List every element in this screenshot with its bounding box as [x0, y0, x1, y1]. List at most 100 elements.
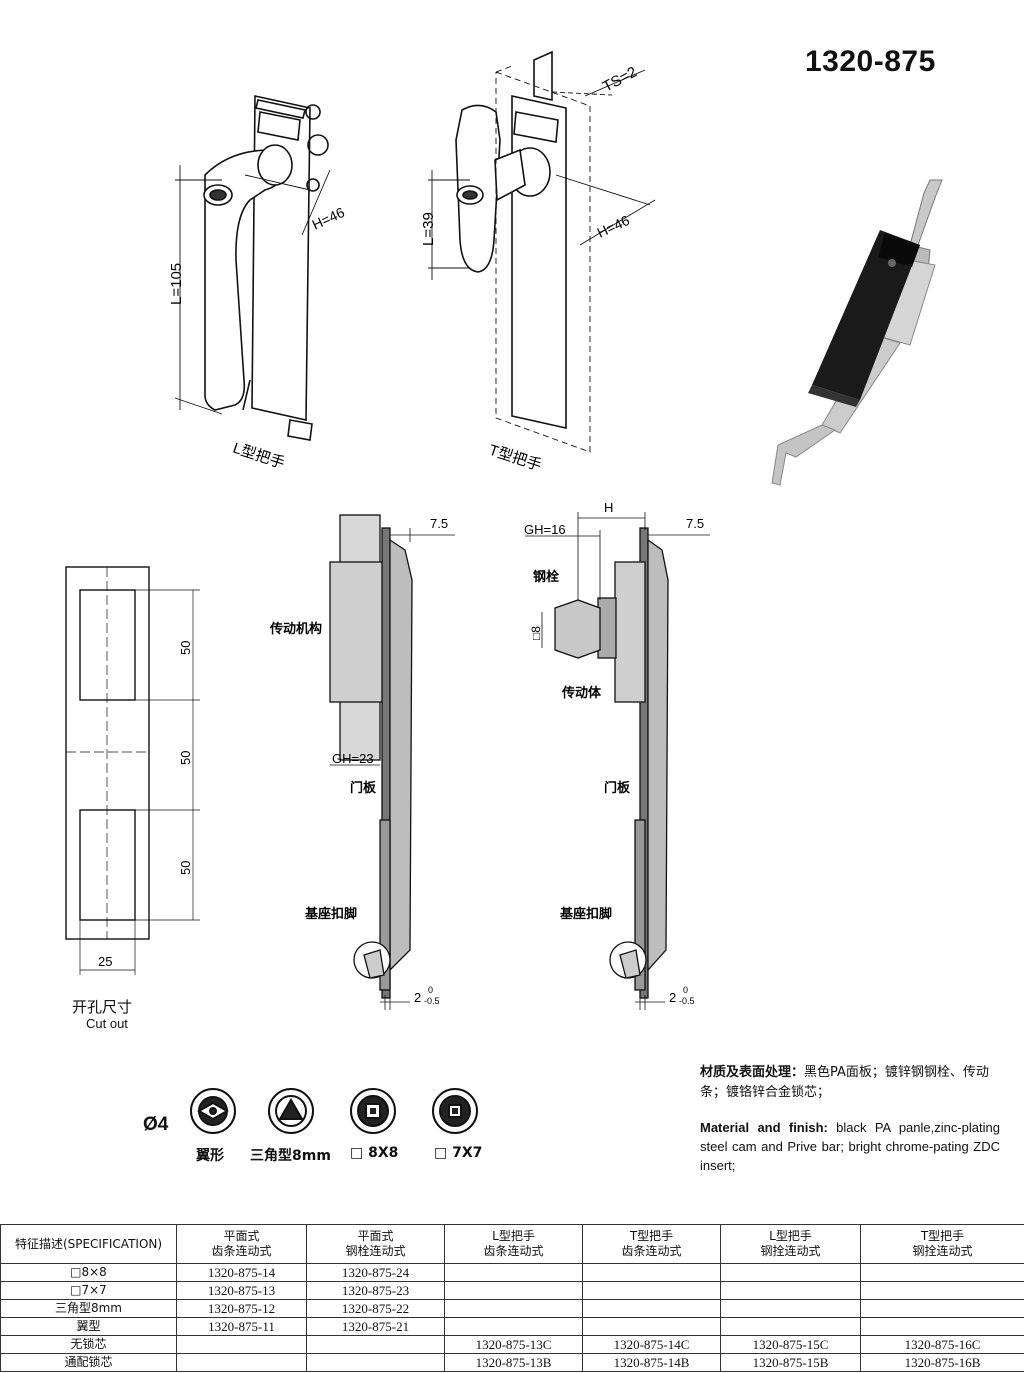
material-en-label: Material and finish: — [700, 1120, 828, 1135]
table-cell: 1320-875-16C — [860, 1335, 1024, 1354]
bolt-label-base: 基座扣脚 — [559, 906, 612, 921]
table-row-label: □7×7 — [0, 1281, 177, 1300]
table-header-cell: L型把手齿条连动式 — [444, 1224, 583, 1264]
material-en: Material and finish: black PA panle,zinc… — [700, 1118, 1000, 1175]
t-dim-height: H=46 — [595, 212, 633, 241]
cutout-dim-width: 25 — [98, 954, 112, 969]
table-header-cell: T型把手钢拴连动式 — [860, 1224, 1024, 1264]
rack-dim-bottom: 2 — [414, 990, 421, 1005]
table-cell — [860, 1299, 1024, 1318]
bolt-dim-top: 7.5 — [686, 516, 704, 531]
bolt-label-body: 传动体 — [561, 685, 602, 700]
table-cell — [860, 1281, 1024, 1300]
table-cell — [306, 1335, 445, 1354]
table-cell: 1320-875-14B — [582, 1353, 721, 1372]
table-cell — [306, 1353, 445, 1372]
table-header-row: 特征描述(SPECIFICATION) 平面式齿条连动式 平面式钢栓连动式 L型… — [0, 1224, 1024, 1264]
table-header-cell: 平面式钢栓连动式 — [306, 1224, 445, 1264]
square-7-insert-icon — [432, 1088, 478, 1134]
bolt-label-door: 门板 — [604, 780, 631, 795]
rack-dim-gh: GH=23 — [332, 751, 374, 766]
table-cell: 1320-875-14C — [582, 1335, 721, 1354]
t-dim-length: L=39 — [420, 212, 437, 246]
material-cn-text: 黑色PA面板；镀锌钢钢栓、传动条；镀铬锌合金锁芯； — [700, 1065, 989, 1100]
rack-section-drawing — [329, 514, 455, 1010]
table-cell — [444, 1299, 583, 1318]
table-cell — [720, 1299, 861, 1318]
cutout-label-cn: 开孔尺寸 — [72, 998, 133, 1016]
material-cn: 材质及表面处理：黑色PA面板；镀锌钢钢栓、传动条；镀铬锌合金锁芯； — [700, 1063, 1000, 1103]
table-cell: 1320-875-15B — [720, 1353, 861, 1372]
table-cell: 1320-875-13 — [176, 1281, 307, 1300]
table-cell: 1320-875-24 — [306, 1263, 445, 1282]
table-cell — [176, 1335, 307, 1354]
table-row-label: 通配锁芯 — [0, 1353, 177, 1372]
spec-table: 特征描述(SPECIFICATION) 平面式齿条连动式 平面式钢栓连动式 L型… — [0, 1224, 1024, 1372]
table-row-label: 翼型 — [0, 1317, 177, 1336]
insert-label-wing: 翼形 — [196, 1148, 224, 1164]
table-cell — [582, 1281, 721, 1300]
t-dim-ts: TS=2 — [600, 63, 640, 95]
insert-diameter: Ø4 — [143, 1114, 169, 1135]
table-cell — [582, 1299, 721, 1318]
cutout-dim-3: 50 — [178, 861, 193, 875]
triangle-insert-icon — [268, 1088, 314, 1134]
rack-label-door: 门板 — [350, 780, 377, 795]
table-cell — [582, 1263, 721, 1282]
table-cell — [720, 1281, 861, 1300]
table-row-label: 无锁芯 — [0, 1335, 177, 1354]
wing-insert-icon — [190, 1088, 236, 1134]
table-cell: 1320-875-13C — [444, 1335, 583, 1354]
table-header-cell: T型把手齿条连动式 — [582, 1224, 721, 1264]
rack-tol-upper: 0 — [428, 985, 433, 995]
table-cell: 1320-875-16B — [860, 1353, 1024, 1372]
table-cell — [860, 1263, 1024, 1282]
bolt-section-drawing — [525, 512, 710, 1010]
table-cell — [444, 1263, 583, 1282]
bolt-dim-square: □8 — [529, 626, 543, 640]
cutout-dim-1: 50 — [178, 641, 193, 655]
table-header-cell: 平面式齿条连动式 — [176, 1224, 307, 1264]
bolt-dim-h: H — [604, 500, 613, 515]
table-cell — [860, 1317, 1024, 1336]
table-cell — [444, 1317, 583, 1336]
rack-dim-top: 7.5 — [430, 516, 448, 531]
material-en-text: black PA panle,zinc-plating steel cam an… — [700, 1120, 1000, 1173]
table-cell: 1320-875-12 — [176, 1299, 307, 1318]
table-cell — [720, 1263, 861, 1282]
table-cell: 1320-875-13B — [444, 1353, 583, 1372]
product-photo — [771, 179, 943, 486]
l-handle-caption: L型把手 — [231, 440, 287, 473]
table-cell — [720, 1317, 861, 1336]
rack-tol-lower: -0.5 — [424, 996, 440, 1006]
bolt-label-bolt: 钢栓 — [533, 569, 559, 584]
insert-label-triangle: 三角型8mm — [250, 1148, 331, 1164]
table-row-label: 三角型8mm — [0, 1299, 177, 1318]
table-header-cell: L型把手钢拴连动式 — [720, 1224, 861, 1264]
insert-label-square-7: □ 7X7 — [434, 1145, 483, 1161]
model-number: 1320-875 — [805, 45, 936, 78]
bolt-tol-upper: 0 — [683, 985, 688, 995]
table-cell: 1320-875-23 — [306, 1281, 445, 1300]
t-handle-caption: T型把手 — [487, 442, 544, 475]
table-cell: 1320-875-22 — [306, 1299, 445, 1318]
square-8-insert-icon — [350, 1088, 396, 1134]
table-cell: 1320-875-15C — [720, 1335, 861, 1354]
insert-label-square-8: □ 8X8 — [350, 1145, 399, 1161]
table-cell — [444, 1281, 583, 1300]
table-cell: 1320-875-14 — [176, 1263, 307, 1282]
bolt-dim-bottom: 2 — [669, 990, 676, 1005]
table-cell — [582, 1317, 721, 1336]
handle-drawings: L=105 H=46 L=39 H=46 TS=2 L型把手 T型把手 — [168, 50, 656, 475]
table-header-cell: 特征描述(SPECIFICATION) — [0, 1224, 177, 1264]
l-handle-drawing — [203, 95, 329, 441]
material-cn-label: 材质及表面处理： — [700, 1065, 805, 1080]
table-row-label: □8×8 — [0, 1263, 177, 1282]
bolt-dim-gh: GH=16 — [524, 522, 566, 537]
